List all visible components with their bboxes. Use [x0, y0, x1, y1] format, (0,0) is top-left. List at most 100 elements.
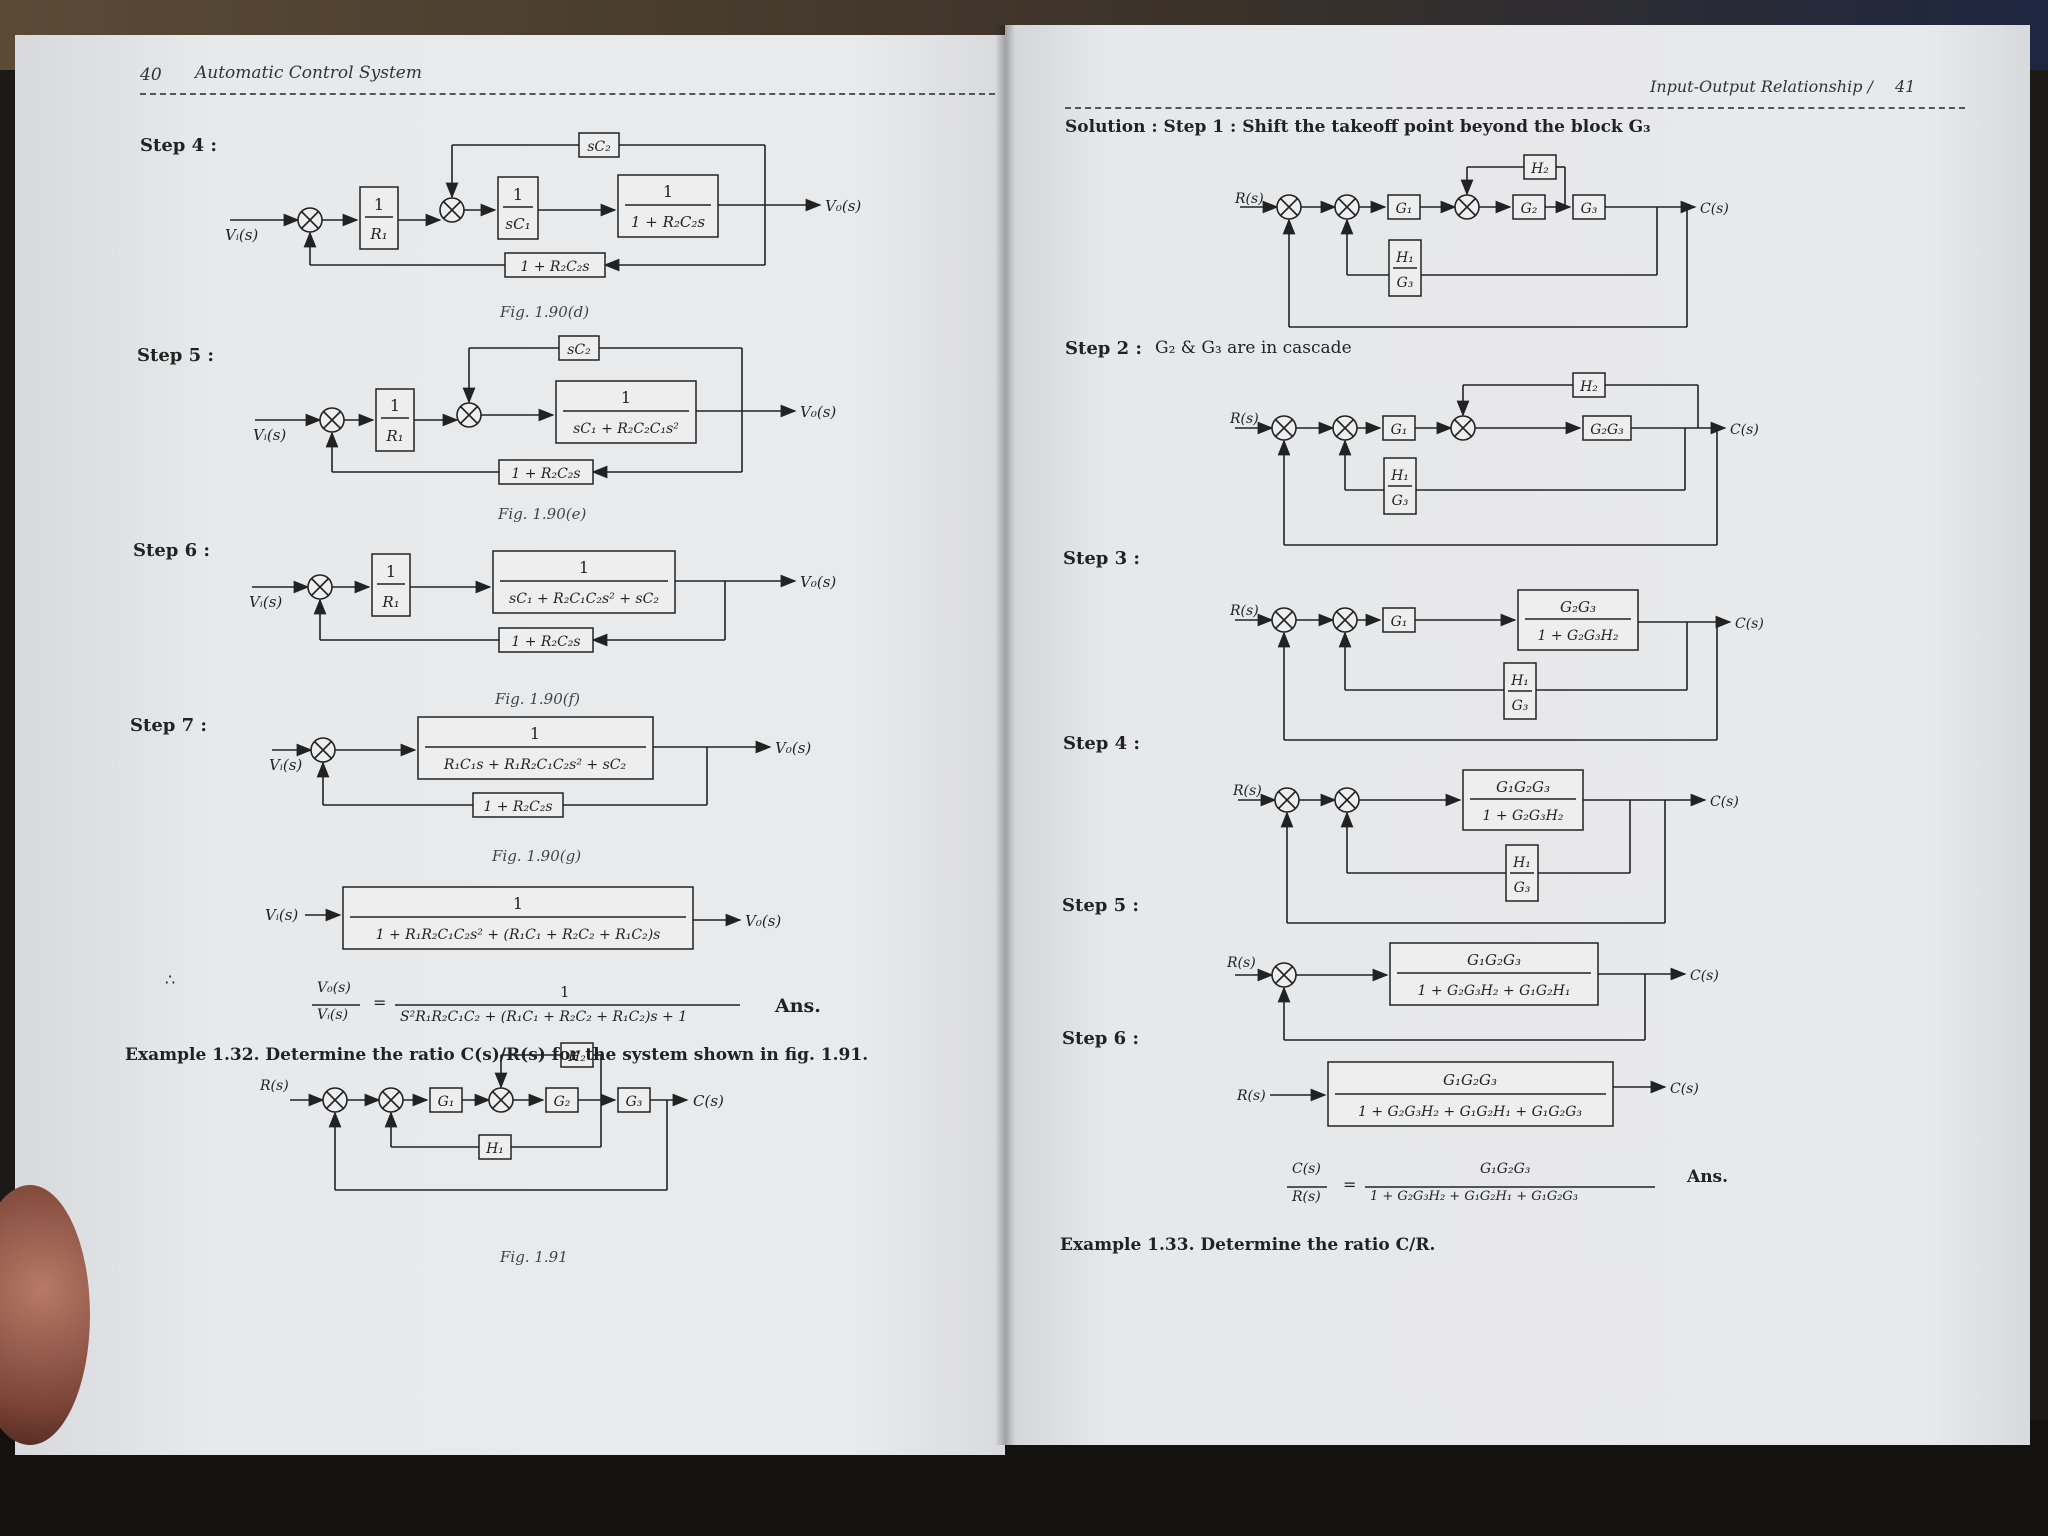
svg-text:Vᵢ(s): Vᵢ(s): [253, 426, 286, 444]
left-diagrams: 1 R₁ 1 sC₁ 1 1 + R₂C₂s V₀(s) Vᵢ(s) sC₂: [225, 132, 861, 1191]
svg-text:1 + G₂G₃H₂: 1 + G₂G₃H₂: [1538, 628, 1619, 644]
svg-text:G₁G₂G₃: G₁G₂G₃: [1443, 1071, 1497, 1089]
svg-text:1 + R₂C₂s: 1 + R₂C₂s: [511, 466, 580, 482]
block-1-over-sc1: [497, 176, 539, 240]
right-page-number: 41: [1895, 77, 1916, 96]
step3-diagram: G₁ G₂G₃ 1 + G₂G₃H₂ C(s) R(s) H₁ G₃: [1229, 589, 1764, 741]
result-rhs-denominator: S²R₁R₂C₁C₂ + (R₁C₁ + R₂C₂ + R₁C₂)s + 1: [400, 1009, 688, 1025]
block-1-r2c2s: [504, 252, 606, 278]
svg-text:sC₂: sC₂: [567, 342, 591, 358]
svg-text:R(s): R(s): [1229, 603, 1259, 619]
fig-caption-f: Fig. 1.90(f): [495, 690, 580, 708]
svg-text:Vᵢ(s): Vᵢ(s): [269, 756, 302, 774]
svg-text:C(s): C(s): [1730, 422, 1759, 438]
svg-text:R(s): R(s): [1229, 411, 1259, 427]
svg-text:Vᵢ(s): Vᵢ(s): [265, 906, 298, 924]
header-rule: [140, 93, 995, 95]
svg-text:1: 1: [390, 396, 400, 415]
svg-text:R₁: R₁: [369, 225, 387, 243]
svg-text:G₁: G₁: [1391, 614, 1408, 630]
svg-text:V₀(s): V₀(s): [745, 912, 781, 930]
svg-text:R(s): R(s): [1234, 191, 1264, 207]
svg-text:1: 1: [579, 558, 589, 577]
step2-label: Step 2 :: [1065, 338, 1143, 359]
right-result-lhs-den: R(s): [1292, 1189, 1321, 1205]
svg-text:R(s): R(s): [259, 1078, 289, 1094]
svg-text:H₁: H₁: [485, 1141, 504, 1157]
svg-text:Vᵢ(s): Vᵢ(s): [249, 593, 282, 611]
left-page: 40 Automatic Control System Step 4 : 1 R…: [15, 35, 1005, 1455]
svg-text:G₁G₂G₃: G₁G₂G₃: [1467, 951, 1521, 969]
svg-text:V₀(s): V₀(s): [800, 573, 836, 591]
fig-caption-e: Fig. 1.90(e): [498, 505, 587, 523]
svg-text:sC₂: sC₂: [587, 139, 611, 155]
step4-right-diagram: G₁G₂G₃ 1 + G₂G₃H₂ C(s) R(s) H₁ G₃: [1232, 769, 1739, 924]
right-result-rhs-den: 1 + G₂G₃H₂ + G₁G₂H₁ + G₁G₂G₃: [1370, 1189, 1579, 1204]
svg-text:G₁G₂G₃: G₁G₂G₃: [1496, 778, 1550, 796]
svg-text:G₃: G₃: [1392, 493, 1409, 509]
svg-text:V₀(s): V₀(s): [775, 739, 811, 757]
step5-right-diagram: G₁G₂G₃ 1 + G₂G₃H₂ + G₁G₂H₁ C(s) R(s): [1226, 942, 1719, 1041]
result-lhs-denominator: Vᵢ(s): [317, 1007, 349, 1023]
step1-diagram: G₁ G₂ G₃ C(s) R(s) H₂ H₁ G₃: [1234, 154, 1729, 328]
svg-text:G₃: G₃: [1512, 698, 1529, 714]
svg-text:C(s): C(s): [1710, 794, 1739, 810]
svg-text:1: 1: [386, 562, 396, 581]
svg-text:sC₁ + R₂C₁C₂s² + sC₂: sC₁ + R₂C₁C₂s² + sC₂: [509, 591, 659, 607]
svg-text:C(s): C(s): [1735, 616, 1764, 632]
result-rhs-numerator: 1: [560, 983, 570, 1001]
svg-text:1 + G₂G₃H₂ + G₁G₂H₁: 1 + G₂G₃H₂ + G₁G₂H₁: [1418, 983, 1571, 999]
svg-text:R(s): R(s): [1226, 955, 1256, 971]
svg-text:G₃: G₃: [1397, 275, 1414, 291]
svg-text:G₁: G₁: [1396, 201, 1413, 217]
svg-text:1: 1: [374, 195, 384, 214]
svg-text:H₂: H₂: [567, 1049, 586, 1065]
therefore-symbol: ∴: [165, 970, 176, 989]
right-result-rhs-num: G₁G₂G₃: [1480, 1161, 1531, 1177]
example-1-32-text: Example 1.32. Determine the ratio C(s)/R…: [125, 1045, 869, 1065]
svg-text:1 + G₂G₃H₂: 1 + G₂G₃H₂: [1483, 808, 1564, 824]
answer-marker-right: Ans.: [1687, 1167, 1729, 1187]
right-result-lhs-num: C(s): [1292, 1161, 1321, 1177]
svg-text:R₁: R₁: [381, 593, 399, 611]
fig-caption-g: Fig. 1.90(g): [492, 847, 582, 865]
svg-text:1 + R₂C₂s: 1 + R₂C₂s: [483, 799, 552, 815]
svg-text:H₁: H₁: [1510, 673, 1529, 689]
result-equals: =: [373, 993, 387, 1012]
step4-label: Step 4 :: [140, 135, 218, 156]
svg-text:H₁: H₁: [1390, 468, 1409, 484]
fig-caption-d: Fig. 1.90(d): [500, 303, 590, 321]
svg-text:1: 1: [663, 182, 673, 201]
step3-label: Step 3 :: [1063, 548, 1141, 569]
block-1-over-r1: [359, 186, 399, 250]
svg-text:1: 1: [530, 724, 540, 743]
svg-text:1 + R₂C₂s: 1 + R₂C₂s: [511, 634, 580, 650]
svg-text:H₁: H₁: [1395, 250, 1414, 266]
svg-text:Vᵢ(s): Vᵢ(s): [225, 226, 258, 244]
solution-text: Solution : Step 1 : Shift the takeoff po…: [1065, 117, 1651, 137]
svg-text:G₂: G₂: [554, 1094, 571, 1110]
fig-caption-1-91: Fig. 1.91: [500, 1248, 568, 1266]
step6-diagram: 1 R₁ 1 sC₁ + R₂C₁C₂s² + sC₂ V₀(s) Vᵢ(s) …: [249, 550, 836, 653]
step4-right-label: Step 4 :: [1063, 733, 1141, 754]
right-diagrams: G₁ G₂ G₃ C(s) R(s) H₂ H₁ G₃: [1226, 154, 1764, 1188]
svg-text:G₃: G₃: [1514, 880, 1531, 896]
svg-text:sC₁: sC₁: [505, 215, 530, 233]
svg-text:G₂: G₂: [1521, 201, 1538, 217]
svg-text:1 + R₂C₂s: 1 + R₂C₂s: [631, 213, 705, 231]
svg-text:C(s): C(s): [1670, 1081, 1699, 1097]
step4-diagram: 1 R₁ 1 sC₁ 1 1 + R₂C₂s V₀(s) Vᵢ(s) sC₂: [225, 132, 861, 278]
example-1-33-text: Example 1.33. Determine the ratio C/R.: [1060, 1235, 1436, 1255]
step5-diagram: 1 R₁ 1 sC₁ + R₂C₂C₁s² V₀(s) Vᵢ(s) sC₂ 1 …: [253, 335, 836, 485]
svg-text:C(s): C(s): [1690, 968, 1719, 984]
step6-label: Step 6 :: [133, 540, 211, 561]
left-page-number: 40: [140, 65, 162, 85]
step7-diagram: 1 R₁C₁s + R₁R₂C₁C₂s² + sC₂ V₀(s) Vᵢ(s) 1…: [269, 716, 811, 818]
svg-text:G₂G₃: G₂G₃: [1560, 598, 1596, 616]
header-rule-right: [1065, 107, 1965, 109]
svg-text:sC₁ + R₂C₂C₁s²: sC₁ + R₂C₂C₁s²: [573, 421, 679, 437]
svg-text:G₃: G₃: [626, 1094, 643, 1110]
svg-text:R₁C₁s + R₁R₂C₁C₂s² + sC₂: R₁C₁s + R₁R₂C₁C₂s² + sC₂: [443, 757, 627, 773]
svg-text:R(s): R(s): [1236, 1088, 1266, 1104]
svg-text:1: 1: [513, 894, 523, 913]
